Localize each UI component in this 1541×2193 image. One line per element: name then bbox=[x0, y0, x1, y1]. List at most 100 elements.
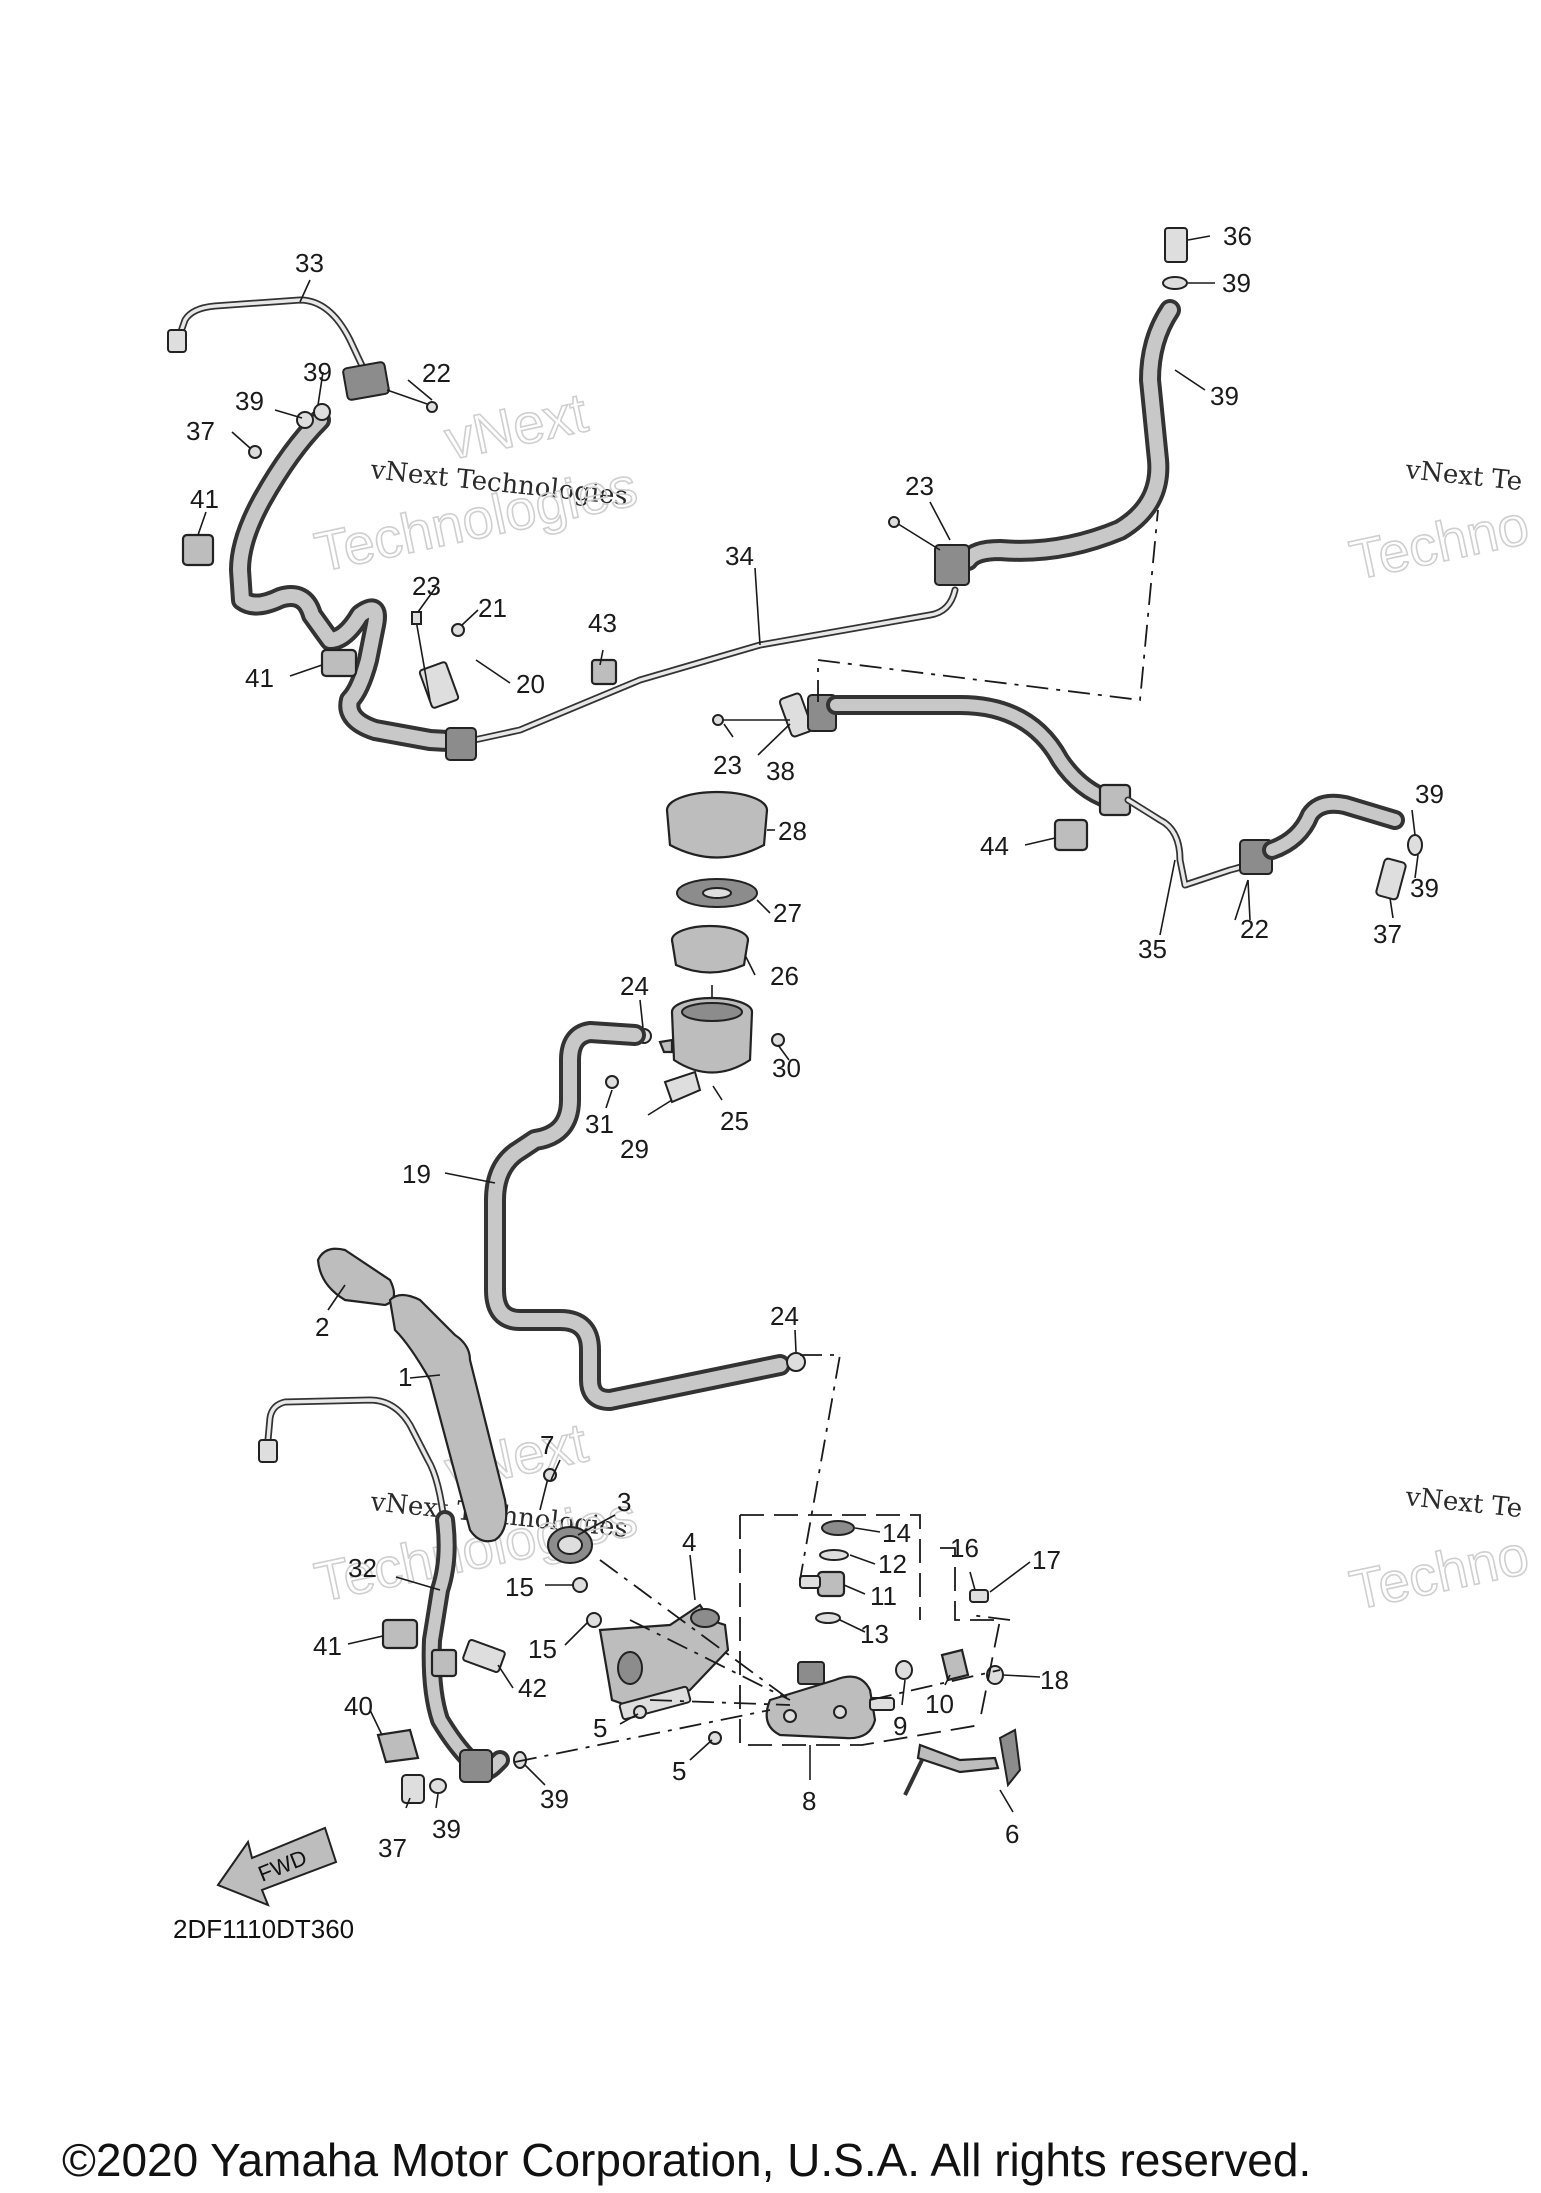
brake-pedal-1 bbox=[388, 1293, 508, 1543]
callout-32: 32 bbox=[348, 1553, 377, 1583]
bolt-37-lower bbox=[401, 1774, 425, 1804]
clamp-40 bbox=[376, 1728, 420, 1764]
brake-pipe-34 bbox=[461, 586, 959, 746]
callout-3: 3 bbox=[617, 1487, 631, 1517]
callout-41: 41 bbox=[190, 484, 219, 514]
pipe-end-fitting bbox=[167, 329, 187, 353]
callout-39: 39 bbox=[1210, 381, 1239, 411]
fwd-direction-marker: FWD bbox=[216, 1826, 338, 1907]
master-cylinder-8 bbox=[765, 1675, 877, 1740]
callout-15: 15 bbox=[505, 1572, 534, 1602]
brake-pedal-assembly bbox=[316, 1247, 593, 1564]
callout-4: 4 bbox=[682, 1527, 696, 1557]
upper-left-hose-assembly bbox=[167, 296, 959, 761]
reference-lines bbox=[514, 509, 1159, 1763]
pipe-end-fitting-lower bbox=[258, 1439, 278, 1463]
callout-numbers: 1 2 3 4 5 5 6 7 8 9 10 11 12 13 14 15 15… bbox=[186, 221, 1444, 1863]
callout-39: 39 bbox=[432, 1814, 461, 1844]
callout-2: 2 bbox=[315, 1312, 329, 1342]
callout-39: 39 bbox=[1415, 779, 1444, 809]
clamp-41-upper bbox=[181, 533, 215, 567]
bolt-30 bbox=[771, 1033, 785, 1047]
callout-18: 18 bbox=[1040, 1665, 1069, 1695]
clamp-44 bbox=[1053, 818, 1089, 852]
callout-10: 10 bbox=[925, 1689, 954, 1719]
clevis-10 bbox=[940, 1648, 970, 1682]
callout-5: 5 bbox=[672, 1756, 686, 1786]
bolt-37-right bbox=[1375, 857, 1407, 901]
fwd-arrow-icon bbox=[216, 1826, 338, 1907]
callout-37: 37 bbox=[1373, 919, 1402, 949]
callout-11: 11 bbox=[870, 1581, 897, 1611]
callout-37: 37 bbox=[378, 1833, 407, 1863]
washer-39 bbox=[296, 411, 314, 429]
o-ring-12 bbox=[819, 1549, 849, 1561]
union-lower bbox=[459, 1749, 493, 1783]
callout-17: 17 bbox=[1032, 1545, 1061, 1575]
bolt-23-mid bbox=[712, 714, 724, 726]
callout-25: 25 bbox=[720, 1106, 749, 1136]
callout-30: 30 bbox=[772, 1053, 801, 1083]
brake-pipe-33 bbox=[174, 296, 369, 376]
callout-14: 14 bbox=[882, 1518, 911, 1548]
callout-39: 39 bbox=[540, 1784, 569, 1814]
hose-19 bbox=[484, 1021, 791, 1411]
callout-22: 22 bbox=[1240, 914, 1269, 944]
bolt-15-upper bbox=[572, 1577, 588, 1593]
callout-5: 5 bbox=[593, 1713, 607, 1743]
callout-23: 23 bbox=[412, 571, 441, 601]
clamp-hose-lower bbox=[430, 1648, 458, 1678]
callout-24: 24 bbox=[770, 1301, 799, 1331]
union-block-23 bbox=[934, 544, 970, 586]
clamp-24-lower bbox=[786, 1352, 806, 1372]
cotter-pin-16 bbox=[969, 1589, 989, 1603]
reservoir-assembly bbox=[605, 790, 785, 1104]
reference-line-lower bbox=[514, 1709, 771, 1763]
washer-39-lower bbox=[429, 1778, 447, 1794]
cotter-pin-7 bbox=[543, 1468, 557, 1482]
union-bolt-36 bbox=[1164, 227, 1188, 263]
callout-20: 20 bbox=[516, 669, 545, 699]
callout-36: 36 bbox=[1223, 221, 1252, 251]
watermark-text: vNext Te bbox=[1403, 455, 1523, 497]
callout-8: 8 bbox=[802, 1786, 816, 1816]
lower-left-hose-assembly bbox=[258, 1396, 527, 1804]
callout-33: 33 bbox=[295, 248, 324, 278]
bolt-31 bbox=[605, 1075, 619, 1089]
callout-37: 37 bbox=[186, 416, 215, 446]
reservoir-hose-19 bbox=[484, 1021, 806, 1411]
bolt-5-right bbox=[708, 1731, 722, 1745]
callout-23: 23 bbox=[713, 750, 742, 780]
callout-28: 28 bbox=[778, 816, 807, 846]
bolt-22 bbox=[426, 401, 438, 413]
callout-31: 31 bbox=[585, 1109, 614, 1139]
nut-9 bbox=[895, 1660, 913, 1680]
washer-39 bbox=[313, 403, 331, 421]
washer-39-right bbox=[1407, 834, 1423, 856]
watermark-outline: vNext bbox=[439, 380, 593, 471]
callout-1: 1 bbox=[398, 1362, 412, 1392]
screw-21 bbox=[451, 623, 465, 637]
callout-15: 15 bbox=[528, 1634, 557, 1664]
callout-29: 29 bbox=[620, 1134, 649, 1164]
brake-hose-35-upper bbox=[826, 695, 1120, 810]
callout-41: 41 bbox=[313, 1631, 342, 1661]
callout-43: 43 bbox=[588, 608, 617, 638]
dashed-box-upper bbox=[740, 1514, 921, 1620]
hose-joint bbox=[445, 727, 477, 761]
bolt-23-left bbox=[411, 611, 422, 625]
copyright-notice: ©2020 Yamaha Motor Corporation, U.S.A. A… bbox=[62, 2134, 1311, 2186]
callout-44: 44 bbox=[980, 831, 1009, 861]
callout-9: 9 bbox=[893, 1711, 907, 1741]
bracket-29 bbox=[663, 1070, 702, 1104]
callout-39: 39 bbox=[1222, 268, 1251, 298]
callout-13: 13 bbox=[860, 1619, 889, 1649]
callout-42: 42 bbox=[518, 1673, 547, 1703]
master-cylinder-assembly bbox=[572, 1514, 1022, 1796]
pedal-rubber-2 bbox=[316, 1247, 396, 1307]
bracket-38 bbox=[778, 692, 814, 738]
callout-40: 40 bbox=[344, 1691, 373, 1721]
callout-6: 6 bbox=[1005, 1819, 1019, 1849]
joint-11 bbox=[816, 1570, 846, 1598]
